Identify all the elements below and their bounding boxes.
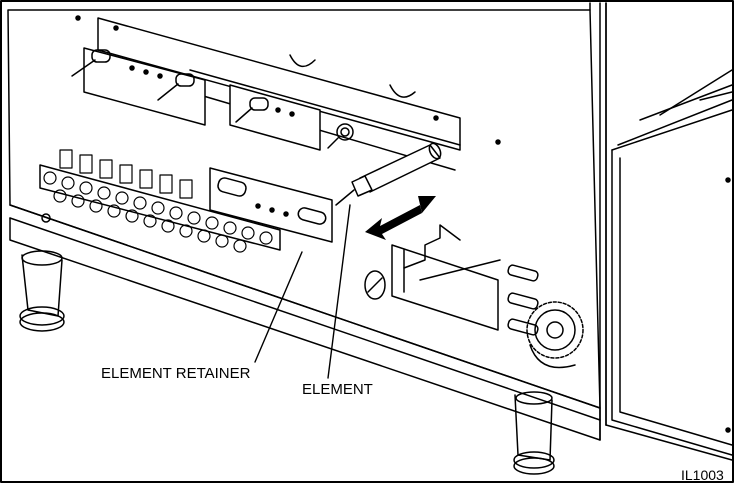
figure-id-label: IL1003 — [681, 467, 724, 483]
element-retainer-plate — [209, 167, 333, 243]
heating-element — [335, 142, 442, 206]
leg-left — [19, 250, 65, 332]
foot-bolt — [41, 213, 51, 223]
lower-opening — [364, 224, 539, 336]
element-label: ELEMENT — [302, 381, 373, 398]
side-compartment — [605, 2, 733, 456]
movement-arrow — [365, 196, 436, 240]
upper-retainer-plates — [71, 47, 354, 151]
drive-sprocket — [526, 301, 584, 369]
element-retainer-label: ELEMENT RETAINER — [101, 365, 251, 382]
leader-lines — [254, 204, 351, 379]
leg-right — [513, 391, 555, 475]
terminal-block — [39, 149, 281, 253]
